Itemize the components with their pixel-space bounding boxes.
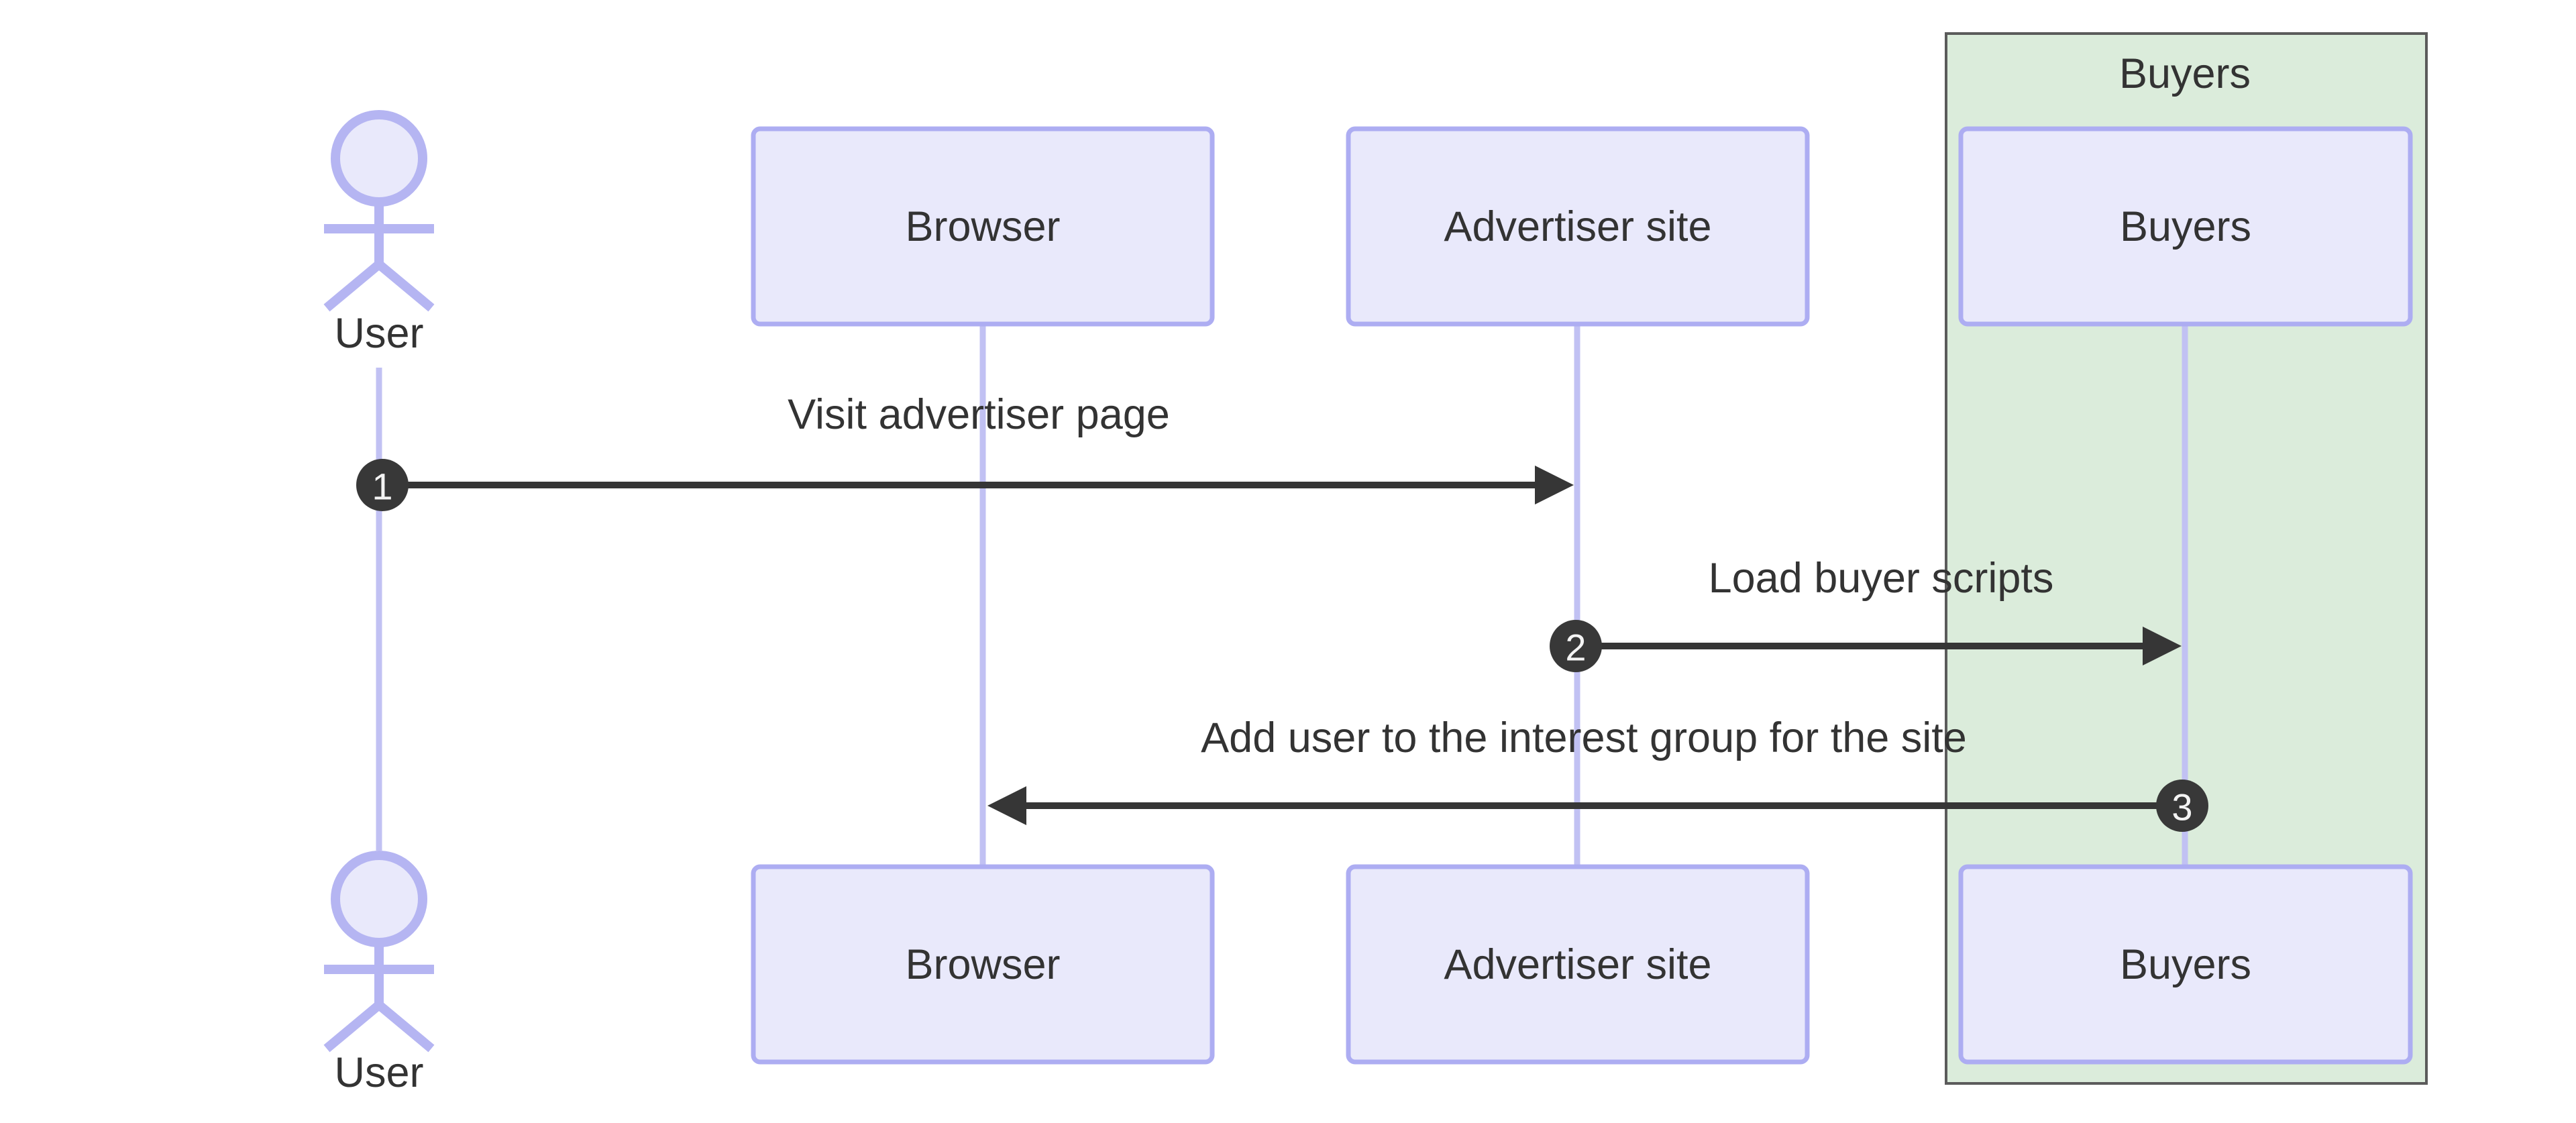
message-2-seq-badge (1550, 620, 1602, 672)
message-1-seq-badge (356, 459, 409, 511)
message-2-arrowhead-icon (2143, 627, 2182, 665)
actor-label-user-bottom: User (334, 1049, 423, 1096)
participant-box-browser-bottom (751, 864, 1215, 1065)
message-1-arrowhead-icon (1535, 466, 1574, 504)
message-3-label: Add user to the interest group for the s… (1201, 714, 1967, 761)
actor-left-leg (323, 1001, 382, 1053)
participant-buyers-top: Buyers (1958, 126, 2413, 327)
participant-label-browser-bottom: Browser (905, 941, 1060, 988)
actor-right-leg (376, 1001, 435, 1053)
message-1-seq-number: 1 (372, 466, 392, 508)
participant-box-browser-top (751, 126, 1215, 327)
participant-box-buyers-top (1958, 126, 2413, 327)
participant-buyers-bottom: Buyers (1958, 864, 2413, 1065)
participant-label-buyers-bottom: Buyers (2120, 941, 2251, 988)
message-3-arrowhead-icon (987, 786, 1026, 825)
participant-label-advertiser-bottom: Advertiser site (1444, 941, 1711, 988)
participant-browser-bottom: Browser (751, 864, 1215, 1065)
participant-advertiser-top: Advertiser site (1346, 126, 1810, 327)
message-1-label: Visit advertiser page (788, 391, 1170, 438)
message-2-label: Load buyer scripts (1709, 555, 2054, 602)
participant-label-browser-top: Browser (905, 203, 1060, 250)
message-2: Load buyer scripts 2 (1550, 555, 2182, 672)
message-3: Add user to the interest group for the s… (987, 714, 2208, 832)
participant-box-advertiser-bottom (1346, 864, 1810, 1065)
participant-label-buyers-top: Buyers (2120, 203, 2251, 250)
actor-left-leg (323, 260, 382, 312)
actor-user-bottom: User (323, 851, 435, 1096)
message-1: Visit advertiser page 1 (356, 391, 1574, 511)
buyers-group-label: Buyers (2119, 50, 2251, 97)
participant-browser-top: Browser (751, 126, 1215, 327)
participant-advertiser-bottom: Advertiser site (1346, 864, 1810, 1065)
actor-user-top: User (323, 110, 435, 357)
participant-label-advertiser-top: Advertiser site (1444, 203, 1711, 250)
actor-right-leg (376, 260, 435, 312)
message-3-seq-badge (2156, 780, 2208, 832)
participant-box-buyers-bottom (1958, 864, 2413, 1065)
actor-head (331, 110, 427, 207)
message-3-seq-number: 3 (2171, 786, 2192, 828)
message-2-seq-number: 2 (1565, 627, 1586, 669)
participant-box-advertiser-top (1346, 126, 1810, 327)
actor-label-user-top: User (334, 310, 423, 357)
actor-head (331, 851, 427, 947)
